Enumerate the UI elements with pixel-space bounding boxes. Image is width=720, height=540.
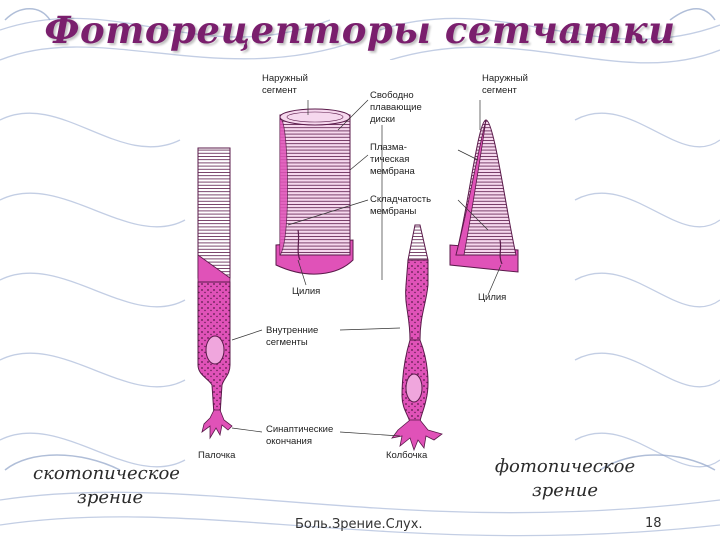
page-number: 18: [645, 516, 662, 531]
right-caption-line-1: фотопическое: [494, 456, 636, 477]
cone-detail-membrane: [455, 119, 487, 256]
leader-lines: [231, 99, 502, 437]
cone-outer-segment-detail: [449, 119, 519, 273]
left-caption-line-1: скотопическое: [33, 463, 180, 484]
slide-title: Фоторецепторы сетчатки: [44, 8, 676, 52]
label-membrane-folds: Складчатость мембраны: [370, 194, 434, 217]
label-inner-segments: Внутренние сегменты: [266, 325, 321, 348]
cone-nucleus: [405, 373, 423, 403]
label-cone: Колбочка: [386, 450, 428, 461]
label-synaptic-endings: Синаптические окончания: [266, 424, 336, 447]
label-cilium-right: Цилия: [478, 292, 506, 303]
rod-detail-membrane-fold: [279, 119, 288, 256]
photopic-vision-caption: фотопическое зрение: [480, 455, 650, 503]
label-outer-segment-right: Наружный сегмент: [482, 73, 531, 96]
slide-footer: Боль.Зрение.Слух.: [295, 517, 423, 532]
rod-detail-stack: [279, 114, 351, 256]
rod-cell: [197, 147, 233, 440]
cone-inner-segment: [405, 259, 429, 341]
cone-synaptic-ending: [391, 419, 443, 452]
left-caption-line-2: зрение: [77, 487, 144, 508]
rod-detail-top-disc: [279, 108, 351, 126]
rod-outer-segment: [197, 147, 231, 279]
cone-detail-stack: [455, 119, 517, 256]
scotopic-vision-caption: скотопическое зрение: [33, 462, 180, 510]
label-outer-segment-left: Наружный сегмент: [262, 73, 311, 96]
rod-synaptic-ending: [201, 409, 233, 440]
rod-detail-cilium: [297, 229, 301, 261]
cone-cell: [391, 224, 443, 452]
right-caption-line-2: зрение: [531, 480, 599, 501]
label-plasma-membrane: Плазма- тическая мембрана: [370, 142, 415, 177]
rod-outer-segment-detail: [275, 108, 354, 275]
rod-detail-top-disc-inner: [286, 111, 344, 123]
rod-nucleus: [205, 335, 225, 365]
cone-outer-segment: [407, 224, 429, 261]
label-cilium-left: Цилия: [292, 286, 320, 297]
label-free-discs: Свободно плавающие диски: [370, 90, 424, 125]
photoreceptor-diagram: Наружный сегмент Свободно плавающие диск…: [197, 73, 531, 461]
cone-detail-cilium: [499, 239, 503, 265]
photoreceptor-figure: Наружный сегмент Свободно плавающие диск…: [188, 60, 572, 462]
label-rod: Палочка: [198, 450, 236, 461]
